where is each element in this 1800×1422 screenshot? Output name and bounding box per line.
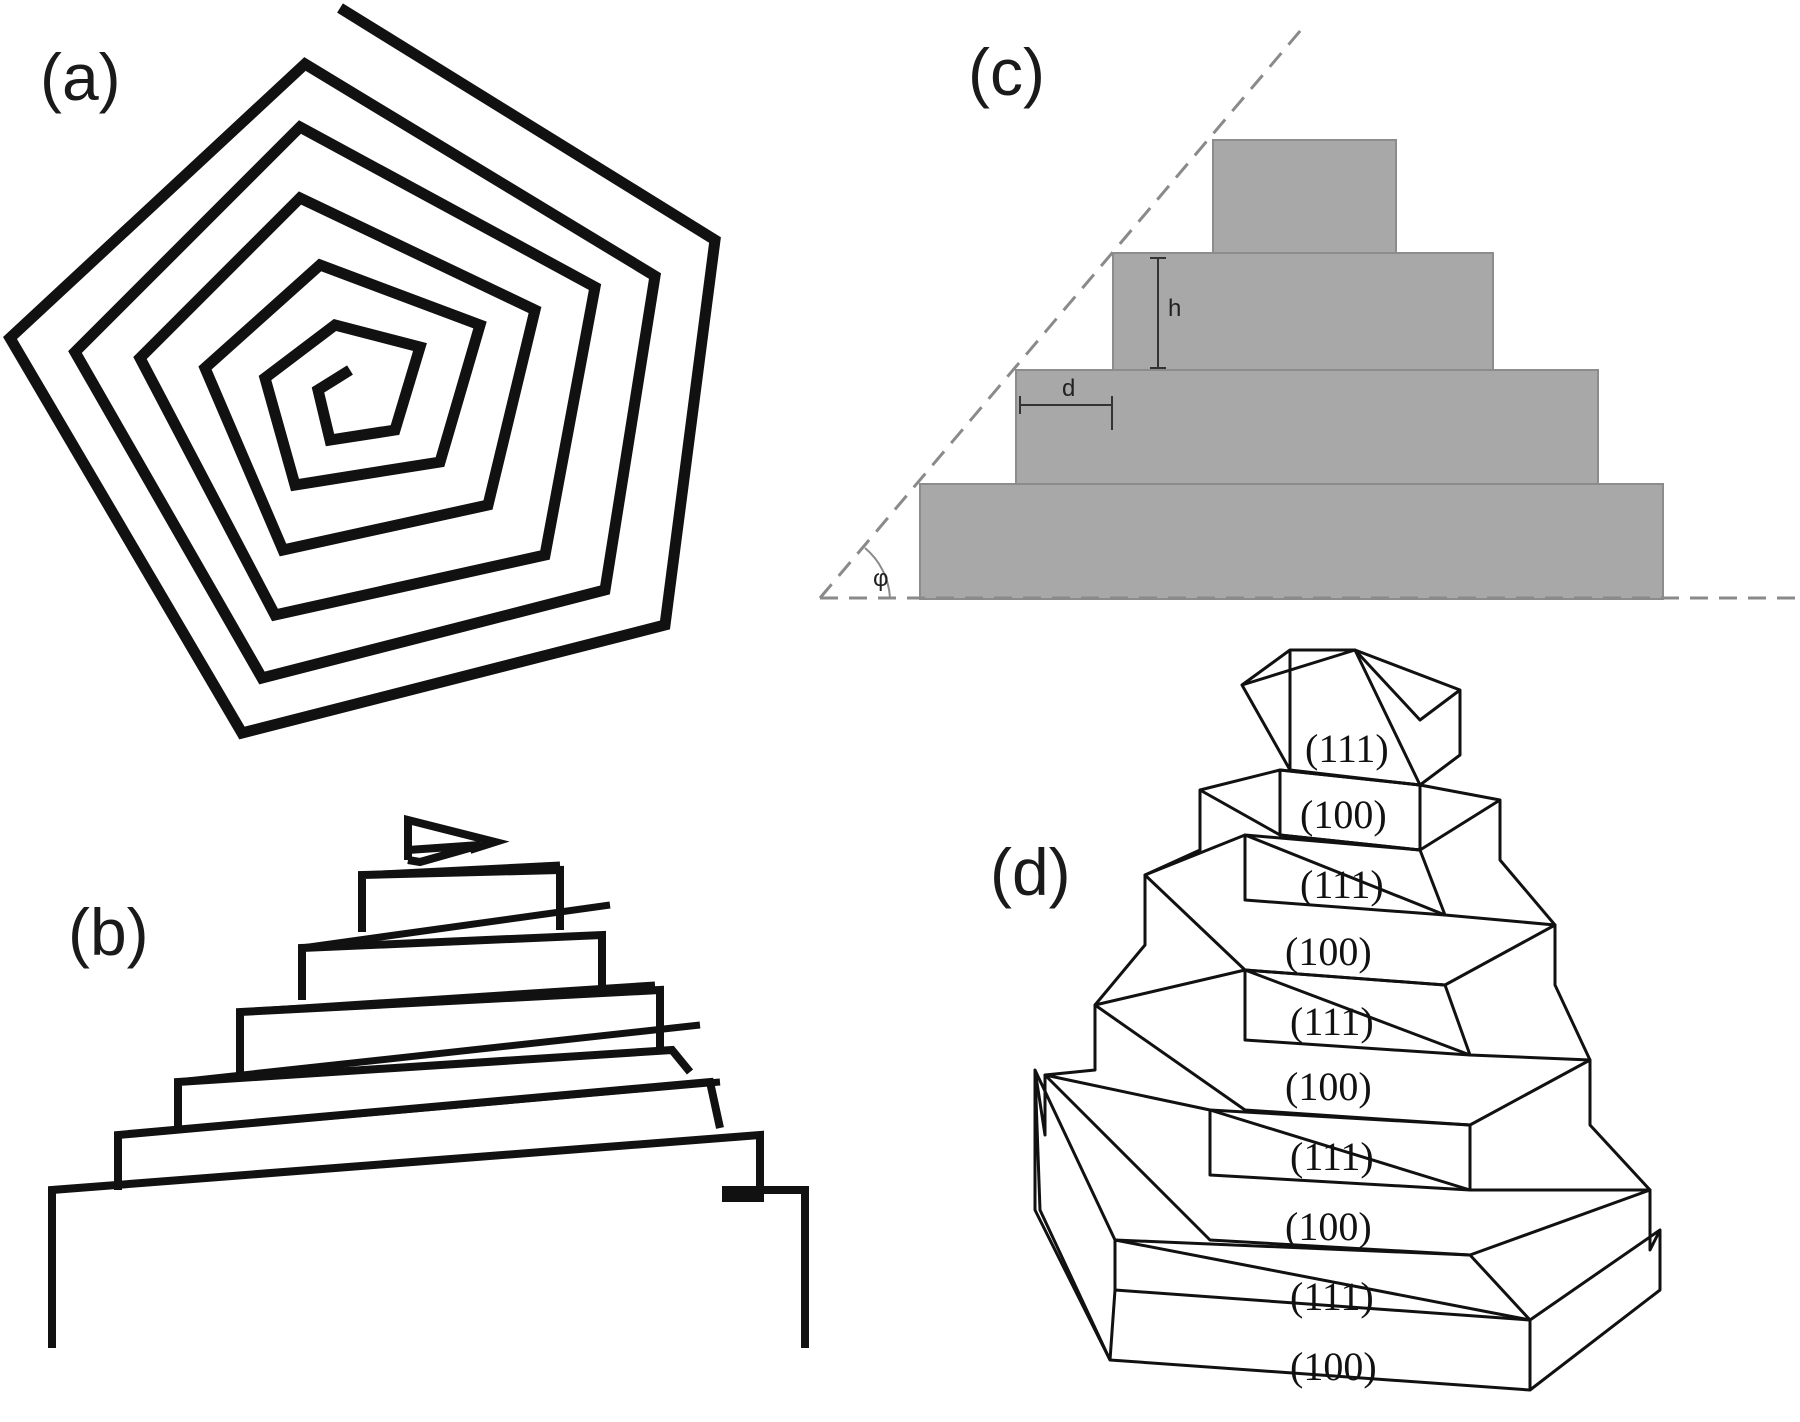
spiral-step-4 [298, 930, 606, 1000]
spiral-upper-line-2 [177, 1021, 701, 1086]
facet-label: (111) [1290, 1274, 1374, 1319]
height-dimension [1150, 257, 1166, 369]
panel-c: (c) φ h d [818, 23, 1800, 600]
panel-a: (a) [3, 3, 721, 740]
spiral-upper-line-1 [117, 1078, 721, 1139]
width-label: d [1062, 375, 1075, 402]
facet-label: (100) [1285, 1064, 1372, 1109]
facet-label: (111) [1305, 726, 1389, 771]
panel-c-label: (c) [968, 35, 1045, 109]
pentagonal-spiral [3, 3, 721, 740]
spiral-step-1 [114, 1077, 724, 1190]
facet-label: (111) [1290, 999, 1374, 1044]
spiral-step-6 [404, 814, 510, 860]
facet-label: (111) [1290, 1134, 1374, 1179]
step-top [1212, 139, 1397, 254]
angle-arc [864, 547, 891, 599]
spiral-base-right-edge [722, 1186, 809, 1348]
facet-label: (100) [1285, 1204, 1372, 1249]
panel-d: (d) (111) (100) [990, 648, 1662, 1392]
angle-label: φ [873, 565, 889, 592]
height-label: h [1168, 295, 1181, 322]
facet-label: (111) [1300, 862, 1384, 907]
step-third [1015, 369, 1599, 485]
spiral-upper-line-4 [301, 901, 611, 952]
facet-label: (100) [1285, 929, 1372, 974]
facet-label: (100) [1300, 792, 1387, 837]
panel-b-label: (b) [68, 895, 149, 969]
step-bottom [919, 483, 1664, 600]
spiral-upper-line-5 [361, 861, 561, 879]
panel-b: (b) [48, 814, 809, 1348]
step-second [1112, 252, 1494, 371]
spiral-step-2 [174, 1045, 694, 1128]
step-blocks [919, 139, 1664, 600]
panel-d-label: (d) [990, 835, 1071, 909]
facet-labels: (111) (100) (111) (100) (111) (100) (111… [1285, 726, 1389, 1389]
spiral-base-profile [48, 1130, 764, 1348]
crystal-outline [1033, 648, 1662, 1392]
spiral-upper-line-3 [239, 981, 656, 1016]
width-dimension [1019, 396, 1113, 430]
slope-guide-line [818, 23, 1308, 599]
facet-label: (100) [1290, 1344, 1377, 1389]
panel-a-label: (a) [40, 40, 121, 114]
spiral-tip [407, 841, 482, 867]
